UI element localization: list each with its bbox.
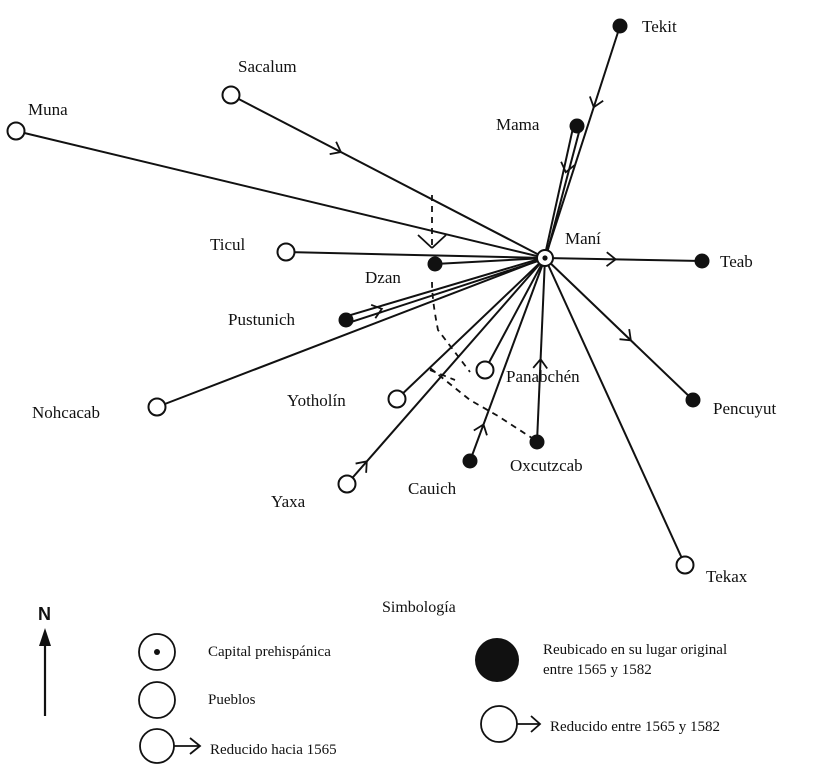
town-marker-tekit[interactable]	[612, 18, 628, 34]
town-label-pustunich: Pustunich	[228, 310, 296, 329]
town-label-pencuyut: Pencuyut	[713, 399, 777, 418]
town-label-oxcutzcab: Oxcutzcab	[510, 456, 583, 475]
route-lines	[15, 25, 703, 566]
north-arrow-icon	[39, 628, 51, 716]
chevron-mama-icon	[560, 161, 576, 174]
legend-reubicado-label-2: entre 1565 y 1582	[543, 662, 652, 678]
route-line-panabchen	[484, 257, 546, 371]
town-marker-panabchen[interactable]	[475, 360, 495, 380]
legend-reducido-1565-icon	[139, 728, 202, 764]
town-marker-yaxa[interactable]	[337, 474, 357, 494]
dashed-routes	[417, 195, 536, 441]
route-line-muna	[15, 130, 546, 259]
capital-dot	[542, 255, 548, 261]
legend-reducido-1565-1582-label: Reducido entre 1565 y 1582	[550, 719, 720, 735]
legend-reducido-1565-1582-icon	[480, 705, 542, 743]
north-label: N	[38, 604, 51, 624]
chevron-cauich-icon	[473, 423, 488, 436]
town-marker-tekax[interactable]	[675, 555, 695, 575]
legend-capital-label: Capital prehispánica	[208, 644, 331, 660]
dashed-route-oxcutzcab	[429, 367, 536, 441]
town-label-muna: Muna	[28, 100, 68, 119]
town-marker-mama[interactable]	[569, 118, 585, 134]
town-marker-nohcacab[interactable]	[147, 397, 167, 417]
legend-reubicado-label: Reubicado en su lugar original	[543, 642, 727, 658]
dashed-route-panabchen	[429, 369, 456, 381]
legend-capital-icon	[138, 633, 176, 671]
town-marker-cauich[interactable]	[462, 453, 478, 469]
capital-label: Maní	[565, 229, 601, 248]
route-line-cauich	[469, 257, 546, 462]
route-line-dzan	[434, 257, 546, 265]
town-marker-teab[interactable]	[694, 253, 710, 269]
legend-pueblo-icon	[138, 681, 176, 719]
route-line-nohcacab	[156, 257, 546, 408]
town-marker-pencuyut[interactable]	[685, 392, 701, 408]
chevron-tekit-icon	[589, 96, 604, 109]
town-label-yotholin: Yotholín	[287, 391, 346, 410]
chevron-oxcutzcab-icon	[532, 357, 548, 370]
town-label-tekax: Tekax	[706, 567, 748, 586]
dashed-route-dzan	[431, 195, 471, 373]
chevron-pencuyut-icon	[619, 328, 632, 342]
town-label-mama: Mama	[496, 115, 540, 134]
town-label-panabchen: Panabchén	[506, 367, 580, 386]
town-label-ticul: Ticul	[210, 235, 246, 254]
town-label-sacalum: Sacalum	[238, 57, 297, 76]
chevron-teab-icon	[605, 251, 618, 267]
chevron-sacalum-icon	[329, 141, 343, 156]
direction-arrows	[329, 96, 632, 473]
legend-title: Simbología	[382, 599, 456, 616]
town-marker-sacalum[interactable]	[221, 85, 241, 105]
town-marker-yotholin[interactable]	[387, 389, 407, 409]
town-label-nohcacab: Nohcacab	[32, 403, 100, 422]
chevron-pustunich-icon	[370, 303, 384, 319]
town-marker-ticul[interactable]	[276, 242, 296, 262]
dashed-arrow-dzan-icon	[417, 234, 447, 249]
chevron-yaxa-icon	[355, 460, 368, 473]
route-line-mama-b	[544, 126, 582, 259]
town-label-dzan: Dzan	[365, 268, 401, 287]
town-label-teab: Teab	[720, 252, 753, 271]
town-marker-muna[interactable]	[6, 121, 26, 141]
town-marker-pustunich[interactable]	[338, 312, 354, 328]
route-line-sacalum	[230, 94, 546, 259]
route-line-tekax	[544, 257, 686, 566]
route-line-yaxa	[346, 257, 546, 485]
legend-reubicado-icon	[475, 638, 519, 682]
capital-mani[interactable]: Maní	[536, 229, 601, 267]
legend: N Simbología Capital prehispánica Pueblo…	[38, 599, 727, 764]
route-line-yotholin	[396, 257, 546, 400]
route-line-teab	[544, 257, 703, 262]
route-line-oxcutzcab	[536, 257, 546, 443]
route-line-tekit	[544, 25, 621, 259]
route-line-mama	[543, 124, 575, 259]
town-label-tekit: Tekit	[642, 17, 677, 36]
town-marker-dzan[interactable]	[427, 256, 443, 272]
town-marker-oxcutzcab[interactable]	[529, 434, 545, 450]
town-markers	[6, 18, 710, 575]
town-label-yaxa: Yaxa	[271, 492, 306, 511]
route-line-ticul	[285, 251, 546, 259]
town-label-cauich: Cauich	[408, 479, 457, 498]
route-line-pencuyut	[544, 257, 694, 401]
legend-reducido-1565-label: Reducido hacia 1565	[210, 742, 337, 758]
legend-pueblo-label: Pueblos	[208, 692, 256, 708]
